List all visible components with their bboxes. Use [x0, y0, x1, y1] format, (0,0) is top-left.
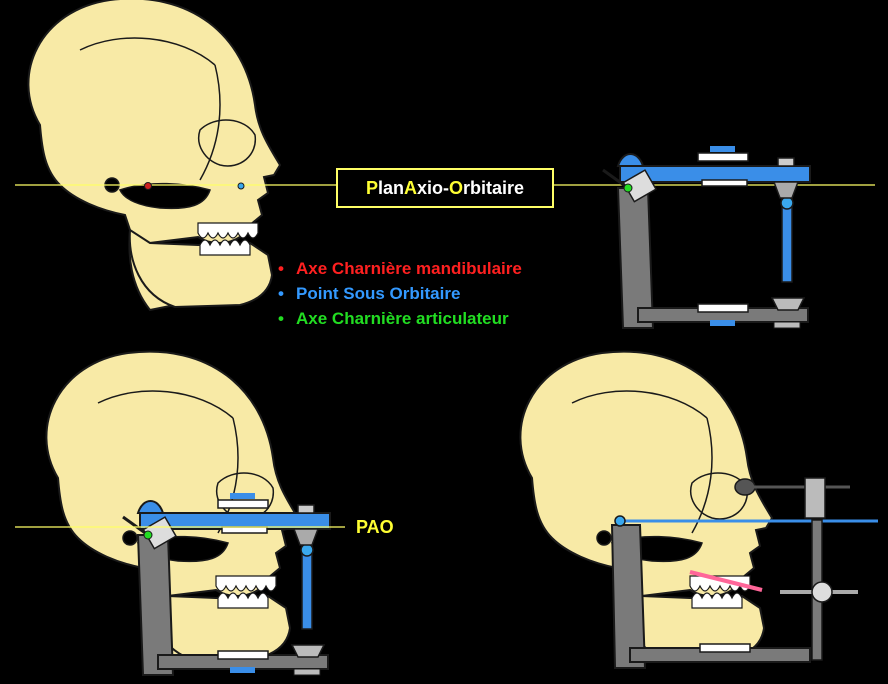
- legend-text-part: harnière: [344, 309, 417, 328]
- legend-text-part: C: [331, 309, 345, 328]
- legend-text-part: harnière: [344, 259, 417, 278]
- legend-text-part: O: [389, 284, 403, 303]
- legend-item: • Axe Charnière mandibulaire: [278, 256, 522, 281]
- legend-text-part: xe: [308, 309, 332, 328]
- legend-bullet: •: [278, 259, 284, 278]
- legend-bullet: •: [278, 309, 284, 328]
- legend-text-part: P: [296, 284, 308, 303]
- axe-charniere-mandibulaire-point: [144, 182, 152, 190]
- legend-text-part: A: [296, 259, 309, 278]
- legend-text-part: rticulateur: [425, 309, 509, 328]
- skull-bottom-left: [45, 350, 332, 677]
- legend-bullet: •: [278, 284, 284, 303]
- articulator-top-right: [601, 144, 812, 330]
- legend-text-part: oint: [307, 284, 344, 303]
- legend-text-part: xe: [308, 259, 332, 278]
- pao-label: PAO: [356, 517, 394, 537]
- legend: • Axe Charnière mandibulaire • Point Sous O…: [278, 256, 522, 331]
- legend-text-part: rbitaire: [402, 284, 461, 303]
- legend-text-part: A: [296, 309, 309, 328]
- skull-top-left: [27, 0, 281, 311]
- legend-text-part: ous: [354, 284, 390, 303]
- skull-bottom-right: [519, 350, 878, 669]
- legend-text-part: C: [331, 259, 345, 278]
- legend-item: • Axe Charnière articulateur: [278, 306, 522, 331]
- legend-text-part: andibulaire: [431, 259, 522, 278]
- legend-text-part: S: [343, 284, 355, 303]
- legend-item: • Point Sous Orbitaire: [278, 281, 522, 306]
- legend-text-part: a: [416, 309, 426, 328]
- legend-text-part: m: [416, 259, 432, 278]
- point-sous-orbitaire-point: [237, 182, 245, 190]
